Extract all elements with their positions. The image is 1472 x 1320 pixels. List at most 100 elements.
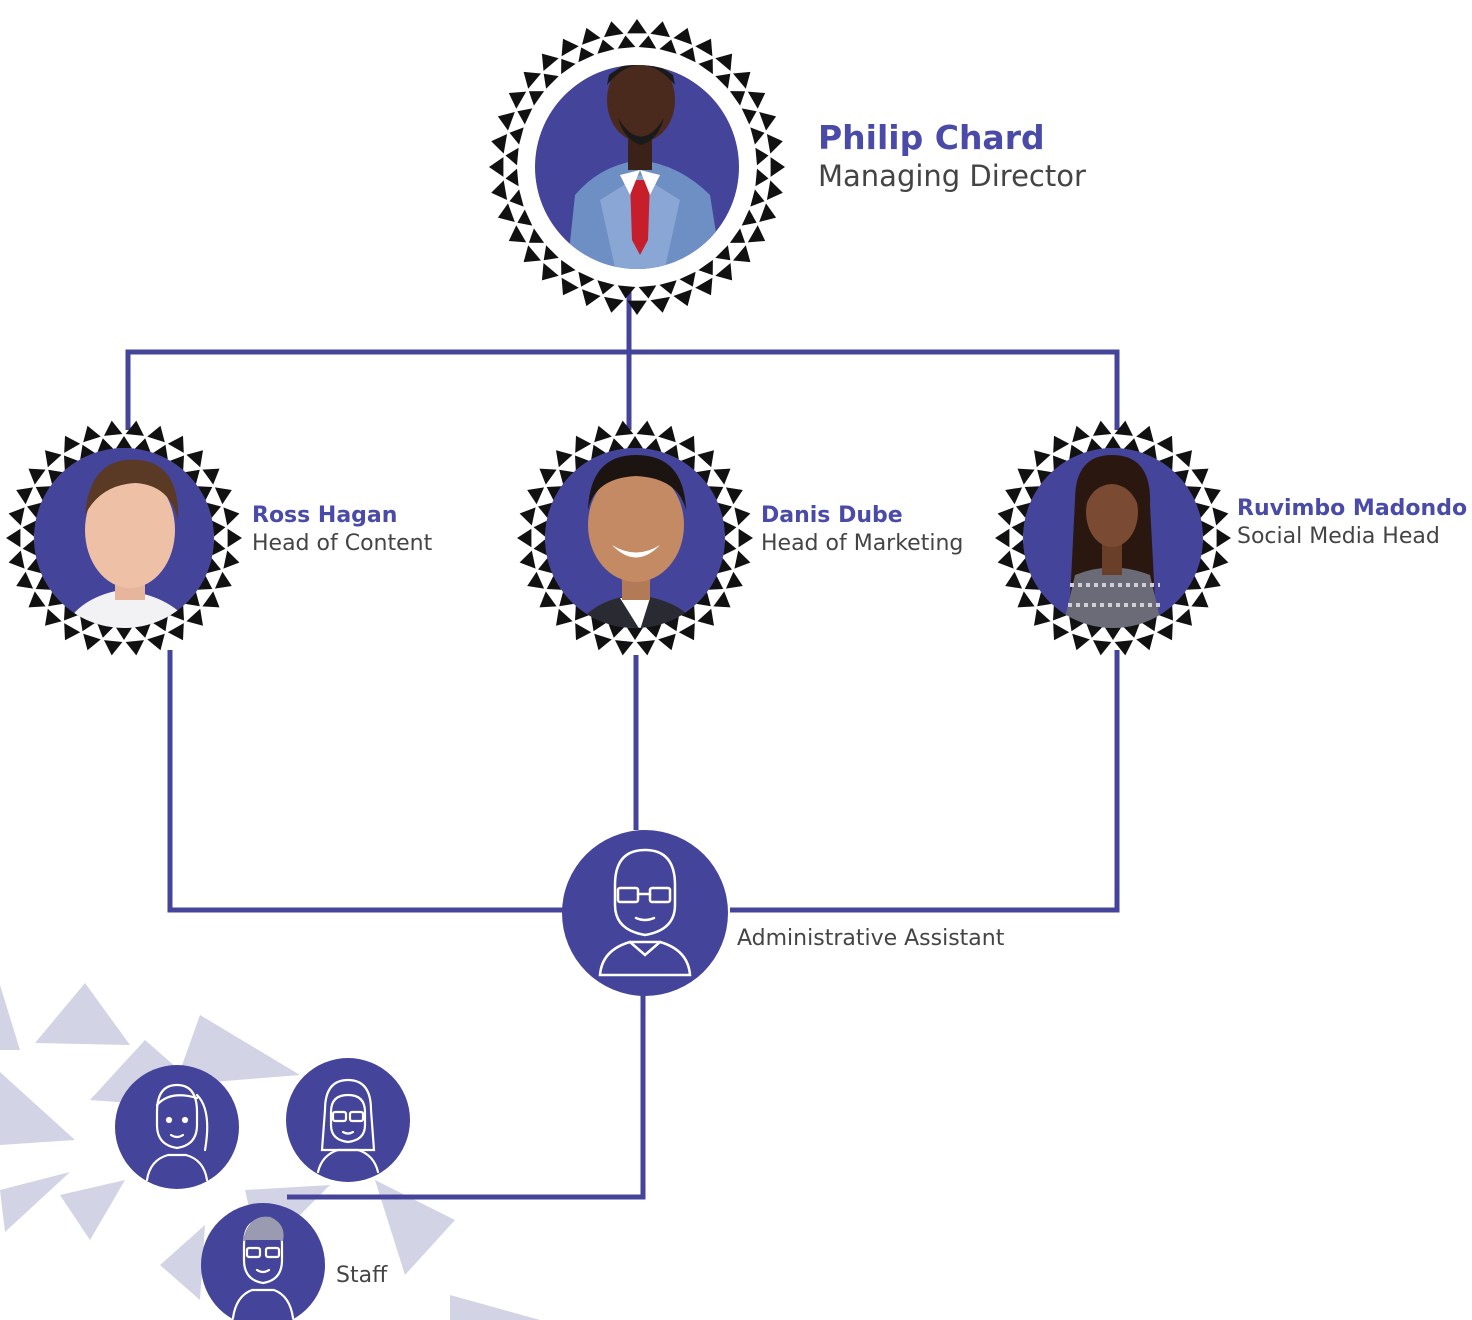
- sawtooth-triangle: [227, 528, 242, 548]
- sawtooth-triangle: [1156, 435, 1173, 453]
- sawtooth-triangle: [197, 575, 213, 590]
- connector-heads-bus: [125, 349, 1120, 430]
- sawtooth-triangle: [1093, 420, 1112, 436]
- sawtooth-triangle: [533, 539, 547, 556]
- sawtooth-triangle: [627, 19, 647, 34]
- sawtooth-triangle: [1123, 438, 1140, 452]
- sawtooth-triangle: [715, 53, 733, 71]
- sawtooth-triangle: [1005, 571, 1023, 589]
- sawtooth-triangle: [1024, 486, 1040, 501]
- sawtooth-triangle: [604, 296, 624, 313]
- connector-social-to-assistant: [730, 650, 1120, 913]
- sawtooth-triangle: [1216, 528, 1231, 548]
- sawtooth-triangle: [615, 420, 634, 436]
- sawtooth-triangle: [509, 127, 524, 145]
- sawtooth-triangle: [1086, 438, 1103, 452]
- sawtooth-triangle: [83, 633, 101, 651]
- sawtooth-triangle: [755, 168, 769, 187]
- head-marketing-name: Danis Dube: [761, 503, 903, 528]
- sawtooth-triangle: [627, 627, 643, 640]
- sawtooth-triangle: [997, 507, 1014, 526]
- sawtooth-triangle: [48, 469, 63, 484]
- head-content-name: Ross Hagan: [252, 503, 398, 528]
- sawtooth-triangle: [561, 38, 579, 57]
- sawtooth-triangle: [717, 502, 732, 518]
- sawtooth-triangle: [1195, 502, 1210, 518]
- sawtooth-triangle: [556, 450, 573, 468]
- sawtooth-triangle: [723, 539, 737, 556]
- sawtooth-triangle: [1123, 624, 1140, 638]
- head-marketing-role: Head of Marketing: [761, 530, 964, 556]
- sawtooth-triangle: [658, 425, 676, 443]
- sawtooth-triangle: [723, 520, 737, 537]
- sawtooth-triangle: [627, 436, 643, 449]
- director-label: Philip Chard Managing Director: [818, 117, 1086, 195]
- sawtooth-triangle: [1195, 558, 1210, 574]
- sawtooth-triangle: [83, 425, 101, 443]
- sawtooth-triangle: [16, 571, 34, 589]
- assistant-role: Administrative Assistant: [737, 926, 1005, 951]
- sawtooth-triangle: [1053, 455, 1067, 471]
- sawtooth-triangle: [1212, 507, 1229, 526]
- sawtooth-triangle: [715, 263, 733, 281]
- sawtooth-triangle: [1069, 444, 1084, 460]
- sawtooth-triangle: [713, 468, 731, 485]
- sawtooth-triangle: [698, 259, 713, 276]
- sawtooth-triangle: [147, 633, 165, 651]
- sawtooth-triangle: [636, 420, 655, 436]
- sawtooth-triangle: [527, 487, 545, 505]
- sawtooth-triangle: [734, 507, 751, 526]
- sawtooth-triangle: [223, 550, 240, 569]
- sawtooth-triangle: [1174, 592, 1189, 607]
- sawtooth-triangle: [695, 38, 713, 57]
- sawtooth-triangle: [708, 575, 724, 590]
- sawtooth-triangle: [741, 108, 757, 125]
- sawtooth-triangle: [650, 296, 670, 313]
- sawtooth-triangle: [517, 108, 533, 125]
- sawtooth-triangle: [223, 507, 240, 526]
- sawtooth-triangle: [541, 53, 559, 71]
- sawtooth-triangle: [214, 571, 232, 589]
- staff-group: [115, 1058, 410, 1320]
- sawtooth-triangle: [733, 71, 751, 89]
- sawtooth-triangle: [695, 277, 713, 296]
- staff-member-node: [201, 1203, 325, 1320]
- sawtooth-triangle: [1191, 468, 1209, 485]
- sawtooth-triangle: [1069, 616, 1084, 632]
- sawtooth-triangle: [1114, 420, 1133, 436]
- head-social-name: Ruvimbo Madondo: [1237, 496, 1468, 521]
- sawtooth-triangle: [1142, 444, 1157, 460]
- sawtooth-triangle: [681, 605, 695, 621]
- sawtooth-triangle: [1142, 616, 1157, 632]
- director-role: Managing Director: [818, 159, 1086, 194]
- sawtooth-triangle: [80, 616, 95, 632]
- sawtooth-triangle: [1159, 455, 1173, 471]
- sawtooth-triangle: [517, 528, 532, 548]
- sawtooth-triangle: [185, 592, 200, 607]
- sawtooth-triangle: [97, 438, 114, 452]
- sawtooth-triangle: [594, 633, 612, 651]
- sawtooth-triangle: [1156, 623, 1173, 641]
- sawtooth-triangle: [125, 640, 144, 656]
- sawtooth-triangle: [497, 112, 515, 131]
- sawtooth-triangle: [1175, 450, 1192, 468]
- sawtooth-triangle: [64, 455, 78, 471]
- sawtooth-triangle: [509, 189, 524, 207]
- sawtooth-triangle: [750, 189, 765, 207]
- sawtooth-triangle: [8, 550, 25, 569]
- sawtooth-triangle: [664, 616, 679, 632]
- sawtooth-triangle: [729, 228, 746, 243]
- sawtooth-triangle: [1203, 571, 1221, 589]
- sawtooth-triangle: [604, 21, 624, 38]
- sawtooth-triangle: [715, 73, 731, 89]
- sawtooth-triangle: [153, 444, 168, 460]
- sawtooth-triangle: [713, 591, 731, 608]
- sawtooth-triangle: [22, 539, 36, 556]
- woman-glasses-avatar-icon: [316, 1078, 380, 1174]
- head-content-label: Ross Hagan Head of Content: [252, 502, 432, 557]
- sawtooth-triangle: [766, 180, 783, 200]
- sawtooth-triangle: [202, 468, 220, 485]
- staff-label: Staff: [336, 1262, 387, 1290]
- sawtooth-triangle: [497, 203, 515, 222]
